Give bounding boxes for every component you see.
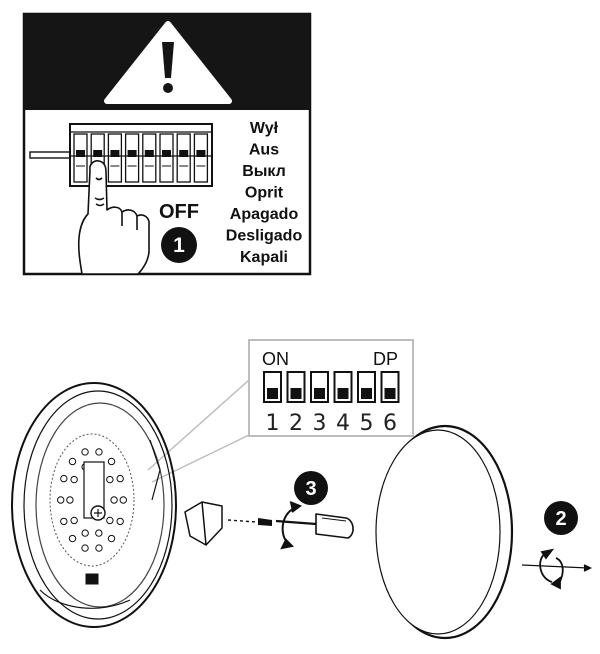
- dip-dp-label: DP: [373, 349, 398, 369]
- translation-label: Kapali: [240, 249, 288, 266]
- led-dot: [68, 534, 77, 543]
- wire: [29, 151, 73, 159]
- led-dot: [68, 457, 77, 466]
- translation-label: Выкл: [242, 163, 286, 180]
- led-dot: [110, 496, 118, 504]
- warning-icon: [104, 21, 232, 104]
- dip-switch: [380, 371, 400, 403]
- dip-switch-bank: [263, 371, 400, 403]
- screw-icon: [227, 518, 272, 526]
- dip-switch-number: 4: [336, 411, 350, 436]
- dip-switch-number: 3: [313, 411, 327, 436]
- led-dot: [95, 529, 103, 537]
- step-3-number: 3: [305, 478, 316, 500]
- step-2-number: 2: [555, 508, 566, 530]
- base-clip: [85, 573, 99, 585]
- terminal-slot: [107, 133, 123, 183]
- led-dot: [70, 475, 78, 484]
- translation-label: Wył: [250, 120, 279, 137]
- dip-switch-number: 6: [383, 411, 397, 436]
- led-dot: [116, 517, 124, 526]
- rotate-arrow-icon-step3: [280, 501, 303, 550]
- led-dot: [106, 516, 114, 525]
- led-dot: [81, 448, 89, 456]
- hand-icon: [77, 160, 150, 275]
- step-2-badge: 2: [544, 501, 578, 535]
- step-3-badge: 3: [294, 471, 328, 505]
- mounting-clip: [184, 501, 223, 546]
- dip-switch: [357, 371, 376, 403]
- step-1-badge: 1: [161, 227, 197, 263]
- terminal-slot: [142, 133, 157, 183]
- step-1-number: 1: [173, 234, 185, 257]
- terminal-slot: [73, 133, 88, 183]
- translation-label: Apagado: [230, 206, 299, 223]
- led-dot: [60, 517, 68, 526]
- callout-leader-top: [147, 379, 250, 471]
- dip-switch: [310, 371, 329, 403]
- led-dot: [66, 496, 74, 504]
- dip-switch-number: 5: [360, 411, 374, 436]
- led-dot: [81, 529, 89, 537]
- led-dot: [106, 475, 114, 484]
- dip-switch: [286, 371, 306, 403]
- led-dot: [116, 474, 124, 483]
- dip-switch: [263, 371, 282, 403]
- led-dot: [60, 474, 68, 483]
- terminal-slot: [193, 133, 209, 183]
- led-dot: [95, 544, 103, 552]
- light-base: [11, 382, 177, 628]
- screwdriver-icon: [275, 513, 354, 539]
- off-label: OFF: [159, 201, 199, 223]
- led-dot: [81, 544, 89, 552]
- led-dot: [95, 448, 103, 456]
- dip-on-label: ON: [262, 349, 289, 369]
- diffuser-cover: [375, 424, 514, 640]
- led-dot: [107, 534, 116, 543]
- callout-leader-bottom: [151, 434, 250, 483]
- power-off-panel: OFF 1 WyłAusВыклOpritApagadoDesligadoKap…: [22, 12, 312, 276]
- terminal-slot: [124, 133, 140, 183]
- led-dot: [57, 496, 65, 504]
- terminal-slot: [159, 133, 174, 183]
- led-dot: [70, 516, 78, 525]
- translation-label: Oprit: [245, 185, 284, 202]
- terminal-slot: [176, 133, 191, 183]
- rotate-arrow-icon-step2: [521, 548, 593, 590]
- led-dot: [119, 496, 127, 504]
- translation-label: Desligado: [226, 228, 303, 245]
- dip-switch-number: 1: [266, 411, 280, 436]
- translation-label: Aus: [249, 142, 279, 159]
- led-dot: [107, 457, 116, 466]
- dip-switch-number: 2: [289, 411, 303, 436]
- dip-switch: [333, 371, 353, 403]
